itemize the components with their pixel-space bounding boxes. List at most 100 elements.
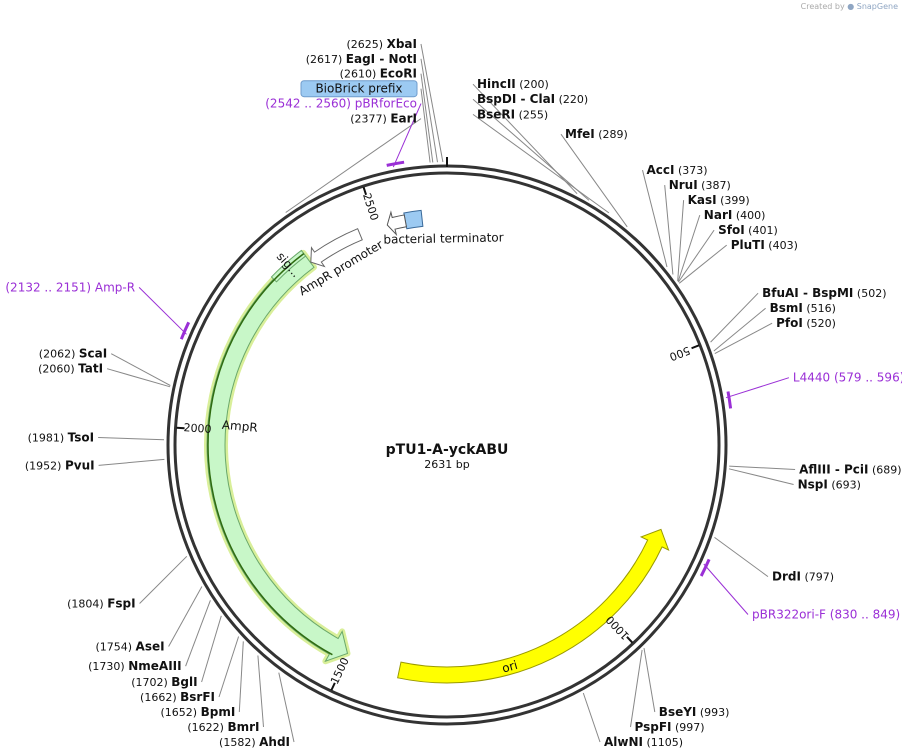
feature-ampr[interactable]	[206, 252, 349, 663]
enzyme-site[interactable]: (1662) BsrFI	[140, 690, 215, 704]
enzyme-site[interactable]: (1804) FspI	[67, 597, 135, 611]
leader-line	[714, 322, 773, 355]
leader-line	[677, 214, 701, 282]
enzyme-site[interactable]: (2377) EarI	[350, 112, 417, 126]
label-ampr: AmpR	[221, 418, 258, 435]
enzyme-name: NruI	[669, 178, 698, 192]
enzyme-site[interactable]: (1702) BglI	[131, 675, 197, 689]
primer-range: (579 .. 596)	[834, 371, 902, 385]
enzyme-site[interactable]: DrdI (797)	[772, 570, 834, 584]
enzyme-position: (520)	[806, 317, 836, 330]
plasmid-length: 2631 bp	[424, 458, 469, 471]
enzyme-site[interactable]: PfoI (520)	[776, 316, 836, 330]
leader-line	[677, 200, 685, 282]
enzyme-position: (399)	[720, 194, 750, 207]
enzyme-site[interactable]: KasI (399)	[688, 193, 750, 207]
enzyme-site[interactable]: PspFI (997)	[635, 720, 705, 734]
backbone-inner-strand	[173, 171, 721, 719]
enzyme-position: (1105)	[647, 736, 684, 749]
primer-mark	[699, 558, 711, 577]
primer-name: pBR322ori-F	[752, 608, 826, 622]
enzyme-site[interactable]: MfeI (289)	[565, 127, 628, 141]
enzyme-site[interactable]: (2625) XbaI	[347, 37, 417, 51]
enzyme-name: BsmI	[770, 301, 803, 315]
enzyme-label: (1754) AseI	[95, 640, 164, 654]
feature-terminator[interactable]	[403, 209, 424, 230]
primer-name: pBRforEco	[355, 97, 417, 111]
feature-promoter[interactable]	[310, 228, 363, 268]
biobrick-prefix-box[interactable]	[300, 80, 418, 98]
enzyme-name: NspI	[798, 478, 828, 492]
primer-label[interactable]: pBR322ori-F (830 .. 849)	[752, 608, 900, 622]
enzyme-site[interactable]: (1582) AhdI	[219, 735, 290, 749]
enzyme-name: BglI	[171, 675, 197, 689]
enzyme-position: (1730)	[88, 660, 125, 673]
leader-line	[257, 655, 264, 728]
enzyme-name: BpmI	[201, 705, 236, 719]
enzyme-label: NruI (387)	[669, 178, 731, 192]
enzyme-site[interactable]: (1730) NmeAIII	[88, 659, 181, 673]
leader-line	[278, 672, 295, 743]
enzyme-site[interactable]: AflIII - PciI (689)	[799, 463, 902, 477]
enzyme-site[interactable]: (1622) BmrI	[187, 720, 259, 734]
enzyme-position: (1981)	[28, 432, 65, 445]
enzyme-position: (516)	[806, 302, 836, 315]
tick-mark-2500	[362, 186, 368, 196]
feature-ori[interactable]	[397, 528, 670, 684]
enzyme-site[interactable]: NruI (387)	[669, 178, 731, 192]
enzyme-site[interactable]: BfuAI - BspMI (502)	[762, 286, 886, 300]
enzyme-site[interactable]: (1981) TsoI	[28, 431, 95, 445]
primer-name: Amp-R	[95, 280, 135, 294]
primer-mark	[179, 321, 191, 340]
enzyme-label: BsmI (516)	[770, 301, 836, 315]
enzyme-site[interactable]: (1652) BpmI	[161, 705, 236, 719]
enzyme-name: PvuI	[65, 458, 95, 472]
enzyme-site[interactable]: (1952) PvuI	[25, 458, 95, 472]
enzyme-name: EcoRI	[380, 67, 417, 81]
leader-line	[98, 458, 165, 466]
tick-label-500: 500	[668, 344, 692, 364]
enzyme-label: AflIII - PciI (689)	[799, 463, 902, 477]
primer-range: (830 .. 849)	[830, 608, 900, 622]
enzyme-site[interactable]: NarI (400)	[704, 208, 766, 222]
enzyme-position: (200)	[519, 78, 549, 91]
enzyme-site[interactable]: NspI (693)	[798, 478, 861, 492]
enzyme-site[interactable]: HincII (200)	[477, 77, 549, 91]
enzyme-site[interactable]: AccI (373)	[647, 163, 708, 177]
enzyme-site[interactable]: PluTI (403)	[731, 238, 798, 252]
enzyme-name: BseRI	[477, 107, 515, 121]
ampr-signal-line	[207, 252, 333, 656]
enzyme-name: EarI	[390, 112, 417, 126]
enzyme-label: (2377) EarI	[350, 112, 417, 126]
enzyme-site[interactable]: (2610) EcoRI	[340, 67, 417, 81]
enzyme-site[interactable]: (1754) AseI	[95, 640, 164, 654]
leader-line	[138, 287, 187, 335]
enzyme-label: (1702) BglI	[131, 675, 197, 689]
enzyme-site[interactable]: BseRI (255)	[477, 107, 548, 121]
enzyme-site[interactable]: BspDI - ClaI (220)	[477, 92, 588, 106]
enzyme-name: PspFI	[635, 720, 672, 734]
enzyme-name: BfuAI	[762, 286, 799, 300]
enzyme-label: (1981) TsoI	[28, 431, 95, 445]
primer-label[interactable]: L4440 (579 .. 596)	[793, 371, 902, 385]
enzyme-name: AflIII	[799, 463, 831, 477]
enzyme-site[interactable]: AlwNI (1105)	[604, 735, 683, 749]
enzyme-site[interactable]: (2617) EagI - NotI	[306, 52, 417, 66]
enzyme-site[interactable]: BseYI (993)	[659, 705, 730, 719]
leader-line	[725, 377, 790, 399]
leader-line	[729, 465, 796, 470]
enzyme-site[interactable]: (2062) ScaI	[39, 347, 107, 361]
enzyme-name: BmrI	[227, 720, 259, 734]
plasmid-name: pTU1-A-yckABU	[386, 442, 509, 458]
backbone-group	[166, 157, 728, 726]
primer-label[interactable]: (2542 .. 2560) pBRforEco	[265, 97, 417, 111]
leader-line	[582, 692, 601, 743]
enzyme-site[interactable]: (2060) TatI	[38, 362, 103, 376]
enzyme-site[interactable]: BsmI (516)	[770, 301, 836, 315]
enzyme-site[interactable]: SfoI (401)	[718, 223, 778, 237]
enzyme-name: NotI	[389, 52, 418, 66]
enzyme-position: (2625)	[347, 38, 384, 51]
primer-label[interactable]: (2132 .. 2151) Amp-R	[5, 280, 135, 294]
